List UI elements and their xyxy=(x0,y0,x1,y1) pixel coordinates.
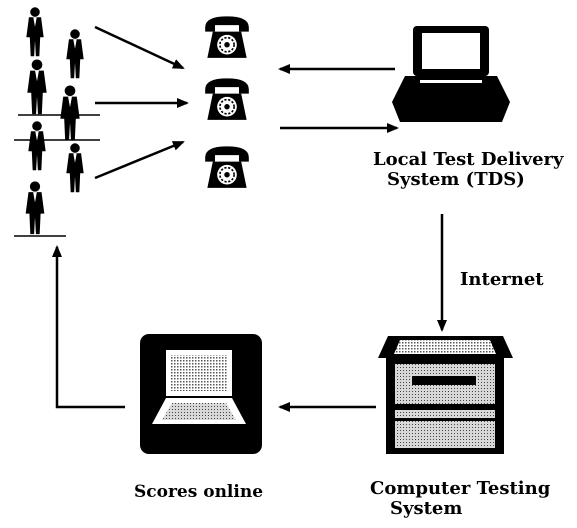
cts-label-line2: System xyxy=(390,497,463,519)
desktop-computer-icon xyxy=(392,26,510,122)
cts-label: Computer Testing System xyxy=(370,479,550,519)
server-cabinet-icon xyxy=(378,336,513,454)
cts-label-line1: Computer Testing xyxy=(370,478,551,499)
laptop-icon xyxy=(140,334,262,454)
arrow-scores-to-people xyxy=(52,245,125,409)
telephone-icon xyxy=(204,15,250,189)
internet-label: Internet xyxy=(460,269,544,290)
flow-arrows xyxy=(52,25,447,412)
arrow-people-to-phone-3 xyxy=(94,140,185,180)
tds-label-line1: Local Test Delivery xyxy=(373,149,564,170)
people-silhouettes-icon xyxy=(14,7,100,237)
arrow-people-to-phone-1 xyxy=(94,25,185,70)
scores-online-label: Scores online xyxy=(134,482,264,502)
tds-label-line2: System (TDS) xyxy=(387,168,525,190)
tds-label: Local Test Delivery System (TDS) xyxy=(373,150,563,190)
